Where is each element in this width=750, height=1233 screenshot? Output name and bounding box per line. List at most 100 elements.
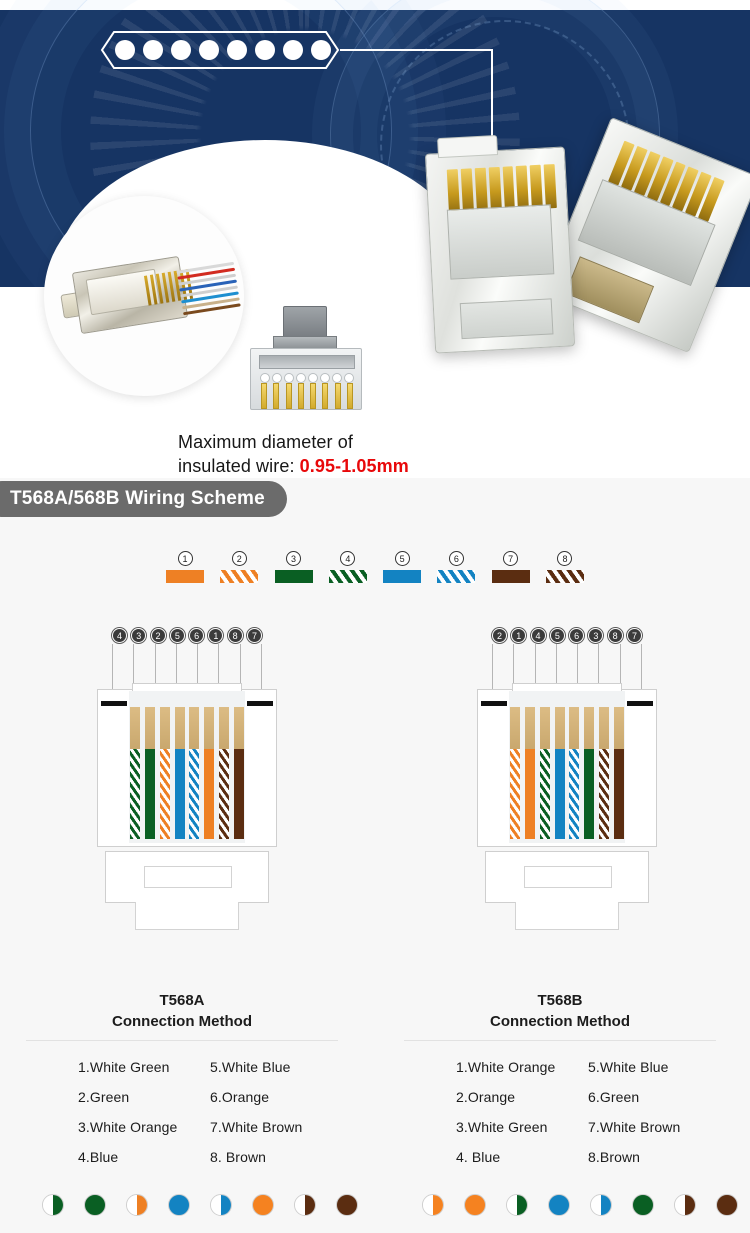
legend-swatch-brown: [491, 570, 530, 583]
wire-insulation: [584, 749, 595, 839]
plug-slot: [144, 866, 232, 888]
wire-conductor: [130, 707, 140, 749]
wire-conductor: [144, 707, 155, 749]
color-dot: [336, 1194, 358, 1216]
list-item: 1.White Green: [78, 1059, 170, 1075]
pin-number: 3: [131, 628, 147, 643]
pin-number: 8: [607, 628, 623, 643]
list-item: 7.White Brown: [210, 1119, 303, 1135]
legend-swatch-blue: [383, 570, 422, 583]
t568a-title-line1: T568A: [159, 992, 205, 1009]
t568b-method-title: T568B Connection Method: [400, 990, 720, 1040]
color-dot: [168, 1194, 190, 1216]
legend-item-white-blue: 6: [436, 551, 476, 583]
t568b-col-2: 5.White Blue 6.Green 7.White Brown 8.Bro…: [588, 1059, 720, 1179]
wire: [204, 707, 215, 839]
legend-item-blue: 5: [382, 551, 422, 583]
callout-holes: [115, 40, 331, 60]
t568a-col-2: 5.White Blue 6.Orange 7.White Brown 8. B…: [210, 1059, 342, 1179]
pin-number: 6: [569, 628, 585, 643]
plug-notch: [512, 683, 622, 693]
plug-bar-right: [627, 701, 653, 706]
pass-through-callout: [100, 31, 493, 148]
legend-swatch-white-green: [328, 570, 367, 583]
pin-number: 5: [549, 628, 565, 643]
pin-number: 1: [511, 628, 527, 643]
list-item: 2.Orange: [456, 1089, 516, 1105]
wire: [159, 707, 170, 839]
list-item: 6.Green: [588, 1089, 640, 1105]
wire-row: [130, 707, 244, 839]
pin-number: 8: [227, 628, 243, 643]
legend-number: 6: [448, 551, 464, 566]
wire-insulation: [539, 749, 550, 839]
wire: [510, 707, 520, 839]
pin-number: 4: [530, 628, 546, 643]
plug-boot: [515, 902, 619, 930]
wire-conductor: [189, 707, 200, 749]
color-dot: [548, 1194, 570, 1216]
color-dot: [42, 1194, 64, 1216]
list-item: 4. Blue: [456, 1149, 501, 1165]
legend-swatch-green: [274, 570, 313, 583]
plug-bar-left: [101, 701, 127, 706]
caption-prefix: insulated wire:: [178, 456, 300, 476]
t568b-title-line1: T568B: [537, 992, 583, 1009]
wire: [613, 707, 624, 839]
cable-stub: [283, 306, 327, 340]
wire-insulation: [599, 749, 610, 839]
color-dot: [126, 1194, 148, 1216]
legend-item-brown: 7: [491, 551, 531, 583]
list-item: 8.Brown: [588, 1149, 641, 1165]
color-dot: [716, 1194, 738, 1216]
wire-conductor: [219, 707, 230, 749]
rj45-connector-photo: [60, 255, 241, 336]
pin-number: 2: [492, 628, 507, 643]
lead-lines: [492, 644, 642, 690]
plug-window-left-lower: [459, 298, 554, 340]
list-item: 2.Green: [78, 1089, 130, 1105]
color-dot: [632, 1194, 654, 1216]
legend-swatch-white-orange: [220, 570, 259, 583]
t568b-col-1: 1.White Orange 2.Orange 3.White Green 4.…: [456, 1059, 588, 1179]
wire-insulation: [219, 749, 230, 839]
pin-number: 5: [169, 628, 185, 643]
legend-number: 3: [286, 551, 302, 566]
wire-conductor: [569, 707, 580, 749]
wire-insulation: [189, 749, 200, 839]
legend-item-orange: 1: [165, 551, 205, 583]
color-dot: [674, 1194, 696, 1216]
color-dot: [422, 1194, 444, 1216]
wire-conductor: [159, 707, 170, 749]
pin-number: 3: [588, 628, 604, 643]
legend-item-white-brown: 8: [545, 551, 585, 583]
wire-row: [510, 707, 624, 839]
wire-conductor: [174, 707, 185, 749]
list-item: 5.White Blue: [588, 1059, 669, 1075]
connector-top-bar: [259, 355, 355, 369]
plug-boot: [135, 902, 239, 930]
wire-insulation: [524, 749, 535, 839]
pin-number: 7: [626, 628, 642, 643]
list-item: 4.Blue: [78, 1149, 119, 1165]
plug-bar-left: [481, 701, 507, 706]
plug-body-graphic: [477, 683, 657, 930]
legend-swatch-white-brown: [545, 570, 584, 583]
wire: [174, 707, 185, 839]
t568a-title-line2: Connection Method: [112, 1013, 252, 1030]
wire: [130, 707, 140, 839]
t568a-col-1: 1.White Green 2.Green 3.White Orange 4.B…: [78, 1059, 210, 1179]
wire-conductor: [510, 707, 520, 749]
wire: [233, 707, 244, 839]
wire: [599, 707, 610, 839]
color-dot: [590, 1194, 612, 1216]
color-dot: [506, 1194, 528, 1216]
list-item: 3.White Orange: [78, 1119, 178, 1135]
wire-insulation: [174, 749, 185, 839]
wire-insulation: [144, 749, 155, 839]
